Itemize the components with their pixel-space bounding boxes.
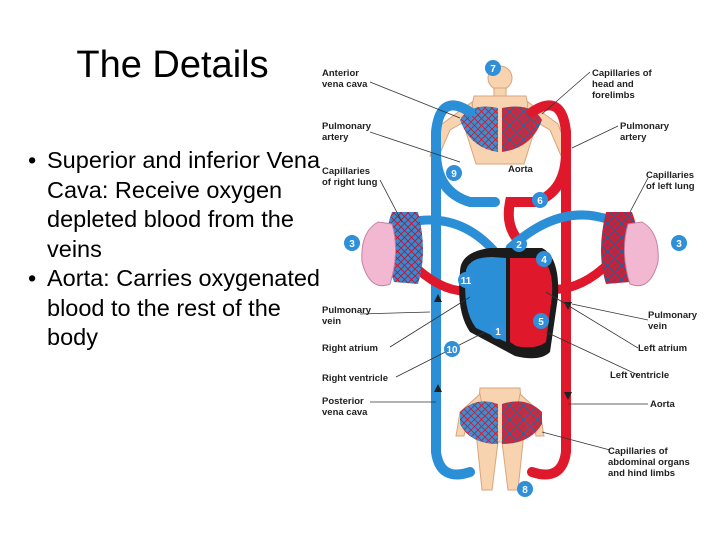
slide-title: The Details bbox=[76, 44, 269, 86]
label-pulmonary-artery-right-1: Pulmonary bbox=[620, 121, 670, 132]
right-lung-capillaries bbox=[386, 212, 423, 284]
svg-text:9: 9 bbox=[451, 169, 457, 180]
bullet-item-aorta: Aorta: Carries oxygenated blood to the r… bbox=[22, 264, 322, 353]
svg-text:11: 11 bbox=[461, 276, 472, 287]
svg-text:1: 1 bbox=[495, 327, 501, 338]
svg-text:10: 10 bbox=[446, 345, 458, 356]
label-pulmonary-artery-right-2: artery bbox=[620, 132, 647, 143]
svg-text:2: 2 bbox=[516, 240, 522, 251]
label-capillaries-right-lung-2: of right lung bbox=[322, 177, 378, 188]
label-aorta-top: Aorta bbox=[508, 164, 534, 175]
badge-1: 1 bbox=[490, 323, 506, 339]
label-right-ventricle: Right ventricle bbox=[322, 373, 388, 384]
heart bbox=[459, 248, 559, 359]
svg-text:6: 6 bbox=[537, 196, 543, 207]
label-posterior-vena-cava-2: vena cava bbox=[322, 407, 368, 418]
lower-capillary-bed-right bbox=[502, 401, 542, 444]
label-aorta-bottom: Aorta bbox=[650, 399, 676, 410]
badge-4: 4 bbox=[536, 251, 552, 267]
label-posterior-vena-cava-1: Posterior bbox=[322, 396, 364, 407]
badge-9: 9 bbox=[446, 165, 462, 181]
label-capillaries-left-lung-2: of left lung bbox=[646, 181, 695, 192]
label-pulmonary-artery-left-2: artery bbox=[322, 132, 349, 143]
label-pulmonary-vein-left-1: Pulmonary bbox=[322, 305, 372, 316]
leader-lines bbox=[359, 71, 649, 451]
right-labels: Capillaries of head and forelimbs Pulmon… bbox=[508, 68, 698, 479]
label-capillaries-right-lung-1: Capillaries bbox=[322, 166, 370, 177]
bullet-item-vena-cava: Superior and inferior Vena Cava: Receive… bbox=[22, 146, 322, 264]
label-left-ventricle: Left ventricle bbox=[610, 370, 669, 381]
upper-body-figure bbox=[429, 65, 571, 165]
label-anterior-vena-cava-1: Anterior bbox=[322, 68, 359, 79]
label-pulmonary-artery-left-1: Pulmonary bbox=[322, 121, 372, 132]
upper-capillary-bed-right bbox=[502, 106, 542, 152]
label-capillaries-abdominal-3: and hind limbs bbox=[608, 468, 675, 479]
badge-8: 8 bbox=[517, 481, 533, 497]
label-capillaries-left-lung-1: Capillaries bbox=[646, 170, 694, 181]
svg-text:3: 3 bbox=[349, 239, 355, 250]
numbered-badges: 7 9 6 3 3 2 4 11 5 1 10 8 bbox=[344, 60, 687, 497]
label-capillaries-head-1: Capillaries of bbox=[592, 68, 652, 79]
label-pulmonary-vein-right-2: vein bbox=[648, 321, 667, 332]
lower-capillary-bed-left bbox=[460, 401, 498, 444]
badge-6: 6 bbox=[532, 192, 548, 208]
label-capillaries-abdominal-2: abdominal organs bbox=[608, 457, 690, 468]
badge-11: 11 bbox=[458, 272, 474, 288]
badge-5: 5 bbox=[533, 313, 549, 329]
systemic-veins bbox=[431, 100, 500, 480]
left-labels: Anterior vena cava Pulmonary artery Capi… bbox=[322, 68, 388, 418]
badge-7: 7 bbox=[485, 60, 501, 76]
svg-text:5: 5 bbox=[538, 317, 544, 328]
label-right-atrium: Right atrium bbox=[322, 343, 378, 354]
svg-text:3: 3 bbox=[676, 239, 682, 250]
label-pulmonary-vein-right-1: Pulmonary bbox=[648, 310, 698, 321]
badge-10: 10 bbox=[444, 341, 460, 357]
label-anterior-vena-cava-2: vena cava bbox=[322, 79, 368, 90]
label-capillaries-abdominal-1: Capillaries of bbox=[608, 446, 668, 457]
label-capillaries-head-2: head and bbox=[592, 79, 634, 90]
left-lung bbox=[624, 221, 659, 287]
bullet-list: Superior and inferior Vena Cava: Receive… bbox=[22, 146, 322, 353]
upper-capillary-bed-left bbox=[460, 106, 498, 152]
svg-text:7: 7 bbox=[490, 64, 496, 75]
svg-text:4: 4 bbox=[541, 255, 547, 266]
label-pulmonary-vein-left-2: vein bbox=[322, 316, 341, 327]
right-lung bbox=[361, 221, 396, 287]
label-capillaries-head-3: forelimbs bbox=[592, 90, 635, 101]
circulatory-system-diagram: Anterior vena cava Pulmonary artery Capi… bbox=[322, 60, 698, 497]
badge-2: 2 bbox=[511, 236, 527, 252]
svg-text:8: 8 bbox=[522, 485, 528, 496]
label-left-atrium: Left atrium bbox=[638, 343, 687, 354]
badge-3-right-lung: 3 bbox=[344, 235, 360, 251]
badge-3-left-lung: 3 bbox=[671, 235, 687, 251]
